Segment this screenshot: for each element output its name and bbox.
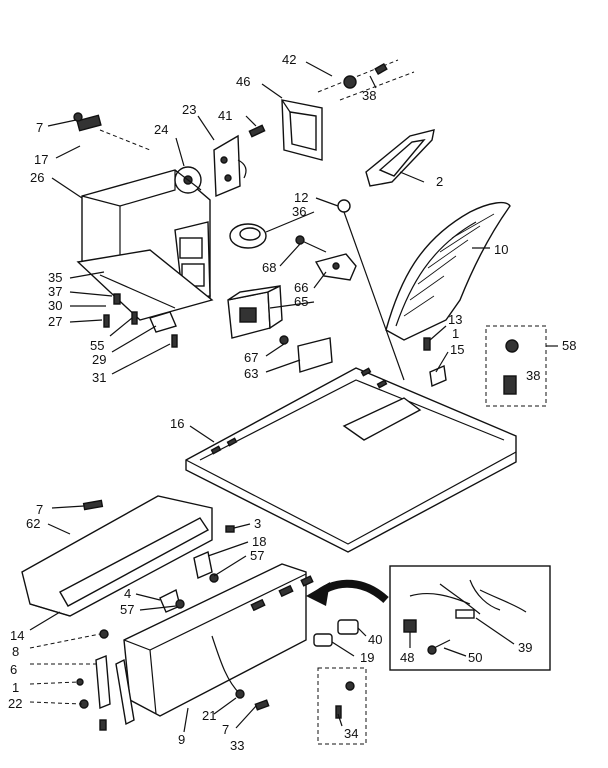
callout-68: 68 xyxy=(262,260,276,275)
callout-48: 48 xyxy=(400,650,414,665)
callout-67: 67 xyxy=(244,350,258,365)
callout-63: 63 xyxy=(244,366,258,381)
callout-46: 46 xyxy=(236,74,250,89)
callout-35: 35 xyxy=(48,270,62,285)
rear-panel-62 xyxy=(21,495,213,617)
cover-plate-2 xyxy=(365,129,435,187)
callout-62: 62 xyxy=(26,516,40,531)
callout-57-upper: 57 xyxy=(250,548,264,563)
leader-lines xyxy=(29,61,558,733)
callout-1-lower: 1 xyxy=(12,680,19,695)
console-panel xyxy=(123,563,314,717)
callout-labels: 7 17 26 24 23 41 46 42 38 2 12 36 68 10 … xyxy=(8,52,576,753)
callout-55: 55 xyxy=(90,338,104,353)
callout-27: 27 xyxy=(48,314,62,329)
top-panel-16 xyxy=(185,367,517,553)
callout-66: 66 xyxy=(294,280,308,295)
arrow xyxy=(306,579,389,606)
callout-57-lower: 57 xyxy=(120,602,134,617)
inset-wiring xyxy=(389,565,551,671)
callout-9: 9 xyxy=(178,732,185,747)
callout-50: 50 xyxy=(468,650,482,665)
callout-8: 8 xyxy=(12,644,19,659)
callout-3: 3 xyxy=(254,516,261,531)
callout-21: 21 xyxy=(202,708,216,723)
callout-7: 7 xyxy=(36,120,43,135)
seal-36 xyxy=(229,223,267,249)
switch-42-38 xyxy=(317,59,415,101)
callout-16: 16 xyxy=(170,416,184,431)
motor-part-24 xyxy=(174,166,202,194)
screws-13-15 xyxy=(423,337,447,388)
callout-19: 19 xyxy=(360,650,374,665)
callout-2: 2 xyxy=(436,174,443,189)
callout-7-lower: 7 xyxy=(36,502,43,517)
callout-1: 1 xyxy=(452,326,459,341)
callout-14: 14 xyxy=(10,628,24,643)
callout-7-bottom: 7 xyxy=(222,722,229,737)
clip-41 xyxy=(248,124,266,138)
callout-26: 26 xyxy=(30,170,44,185)
callout-15: 15 xyxy=(450,342,464,357)
bolt-68 xyxy=(295,235,327,253)
bracket-66 xyxy=(314,253,357,281)
switch-box-65 xyxy=(227,284,283,339)
callout-17: 17 xyxy=(34,152,48,167)
fasteners-left xyxy=(73,112,178,348)
lint-chute-46 xyxy=(281,99,323,161)
callout-12: 12 xyxy=(294,190,308,205)
callout-40: 40 xyxy=(368,632,382,647)
callout-29: 29 xyxy=(92,352,106,367)
callout-38-top: 38 xyxy=(362,88,376,103)
callout-58: 58 xyxy=(562,338,576,353)
callout-33: 33 xyxy=(230,738,244,753)
callout-34: 34 xyxy=(344,726,358,741)
callout-13: 13 xyxy=(448,312,462,327)
callout-23: 23 xyxy=(182,102,196,117)
callout-6: 6 xyxy=(10,662,17,677)
callout-65: 65 xyxy=(294,294,308,309)
harness-21 xyxy=(211,635,270,711)
kit-58 xyxy=(485,325,547,407)
callout-4: 4 xyxy=(124,586,131,601)
callout-22: 22 xyxy=(8,696,22,711)
callout-39: 39 xyxy=(518,640,532,655)
kit-34 xyxy=(317,667,367,745)
callout-31: 31 xyxy=(92,370,106,385)
callout-41: 41 xyxy=(218,108,232,123)
callout-42: 42 xyxy=(282,52,296,67)
callout-30: 30 xyxy=(48,298,62,313)
knob-40-19 xyxy=(313,619,359,647)
timer-bracket-23 xyxy=(213,134,247,198)
callout-36: 36 xyxy=(292,204,306,219)
plate-63 xyxy=(279,335,333,373)
callout-18: 18 xyxy=(252,534,266,549)
ring-12 xyxy=(337,199,351,213)
callout-38-right: 38 xyxy=(526,368,540,383)
callout-37: 37 xyxy=(48,284,62,299)
callout-24: 24 xyxy=(154,122,168,137)
callout-10: 10 xyxy=(494,242,508,257)
vent-panel-10 xyxy=(385,201,511,341)
